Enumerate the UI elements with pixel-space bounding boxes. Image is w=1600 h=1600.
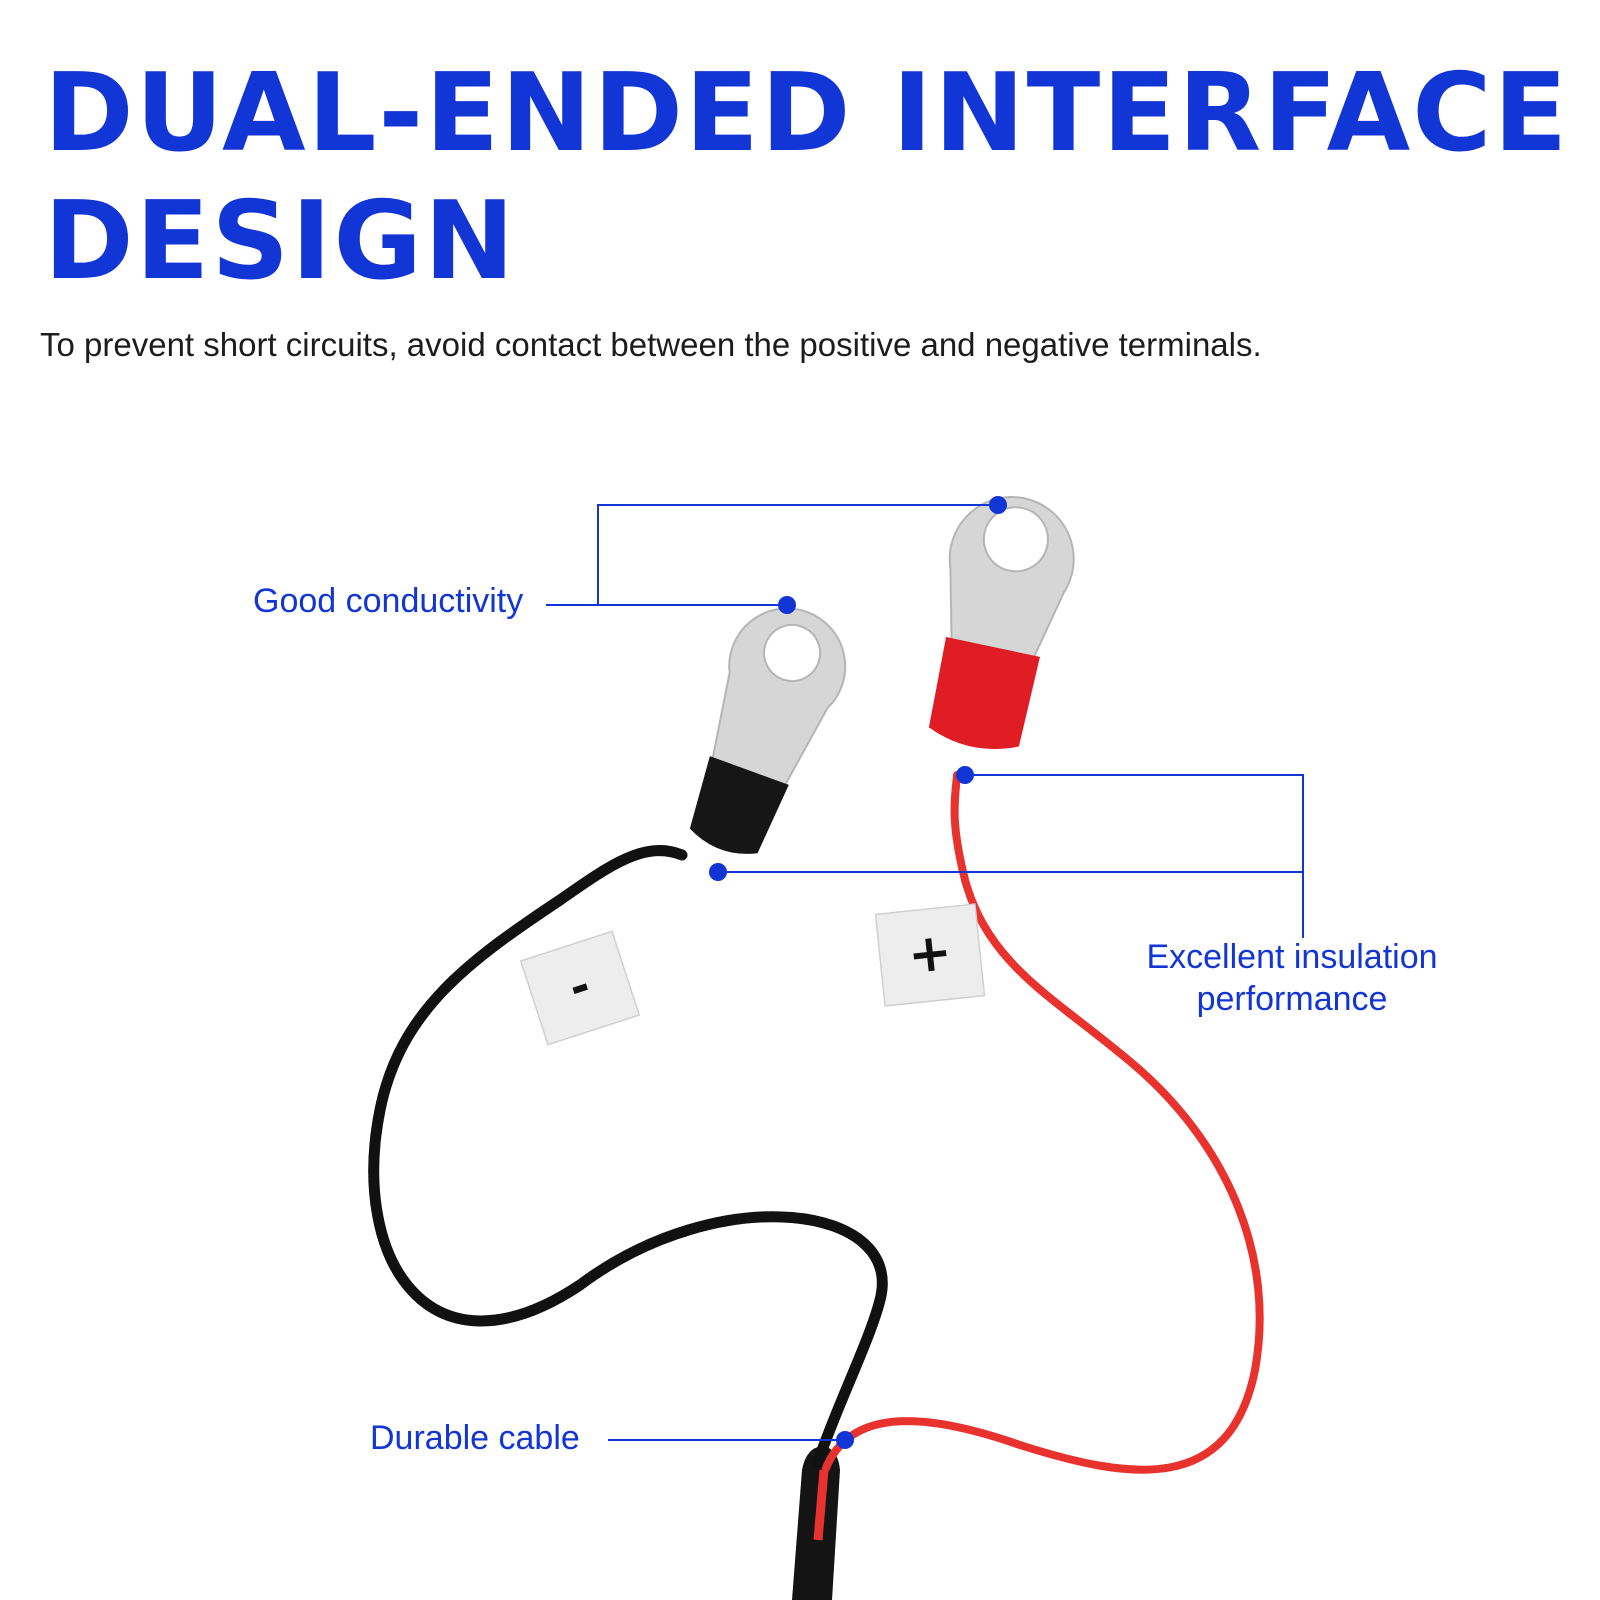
dot-negative-insulation [709, 863, 727, 881]
dot-negative-ring [778, 596, 796, 614]
title-line-1: DUAL-ENDED INTERFACE [44, 51, 1570, 176]
negative-wire [368, 845, 888, 1468]
negative-tag: - [519, 930, 641, 1046]
negative-ring-terminal [689, 607, 847, 854]
title-line-2: DESIGN [44, 179, 517, 304]
positive-tag: + [874, 903, 986, 1007]
callout-insulation-line-2: performance [1196, 980, 1388, 1018]
callout-cable: Durable cable [370, 1419, 580, 1457]
sheath-red-core [813, 1469, 829, 1541]
positive-ring-terminal [928, 496, 1075, 749]
dot-positive-insulation [956, 766, 974, 784]
dot-cable-split [836, 1431, 854, 1449]
callout-insulation-line-1: Excellent insulation [1146, 938, 1438, 976]
callout-insulation: Excellent insulation performance [1132, 936, 1452, 1020]
page-title: DUAL-ENDED INTERFACE DESIGN [44, 50, 1569, 306]
dot-positive-ring [989, 496, 1007, 514]
positive-wire [822, 771, 1264, 1474]
callout-conductivity: Good conductivity [253, 582, 524, 620]
positive-terminal-sleeve [928, 636, 1040, 749]
negative-terminal-sleeve [689, 756, 789, 854]
positive-tag-label: + [905, 922, 955, 986]
subtitle: To prevent short circuits, avoid contact… [40, 326, 1262, 363]
conductivity-leader [546, 504, 998, 606]
leader-lines [546, 504, 1304, 1441]
insulation-leader [965, 774, 1304, 938]
callout-dots [709, 496, 1007, 1449]
